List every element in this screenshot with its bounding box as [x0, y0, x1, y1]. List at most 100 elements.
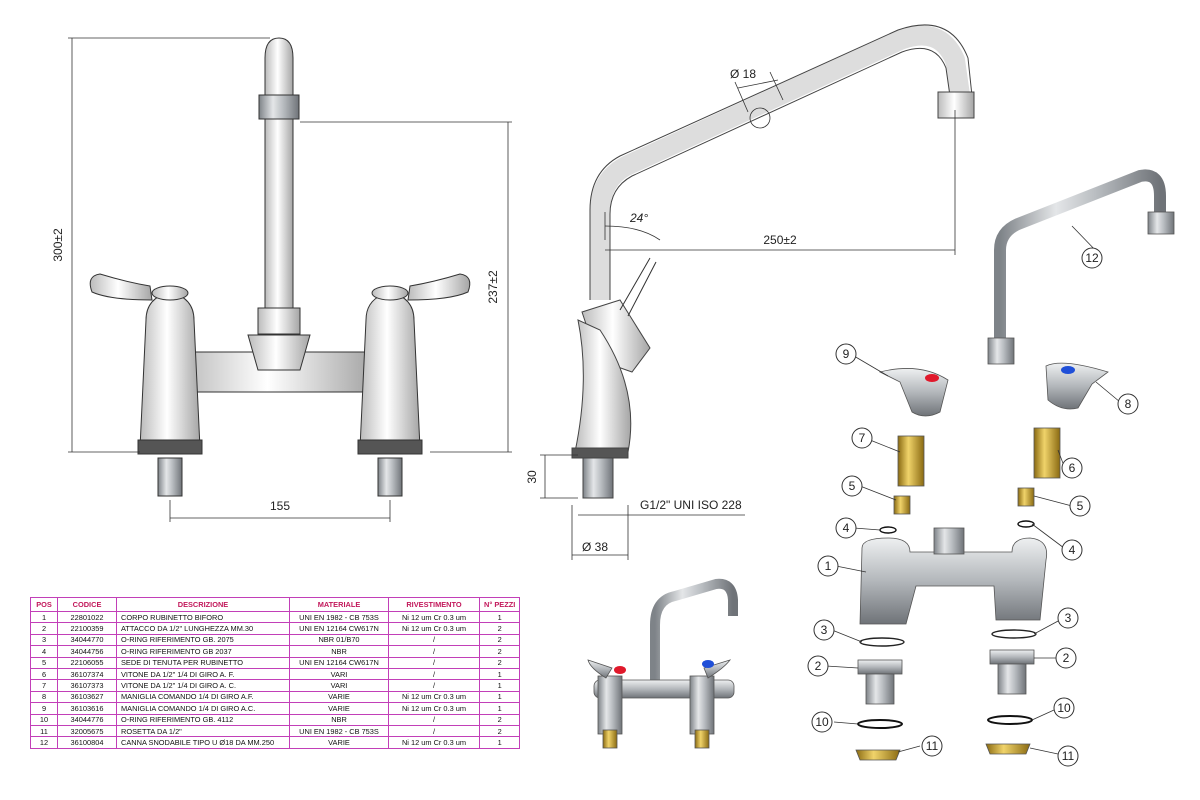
dim-thread-height: 30 — [525, 470, 539, 484]
cell-rivestimento: Ni 12 um Cr 0.3 um — [388, 610, 480, 624]
cell-materiale: NBR — [289, 713, 389, 726]
cell-pezzi: 2 — [478, 713, 521, 726]
callout-8: 8 — [1125, 397, 1132, 411]
cell-codice: 36107374 — [57, 667, 117, 681]
callout-12: 12 — [1085, 251, 1099, 265]
cell-pezzi: 2 — [478, 645, 521, 658]
side-view-dimensions — [540, 71, 956, 560]
cell-pos: 2 — [30, 622, 58, 635]
cell-descrizione: CANNA SNODABILE TIPO U Ø18 DA MM.250 — [116, 736, 290, 749]
cell-pezzi: 2 — [478, 622, 521, 635]
cell-pos: 7 — [30, 679, 58, 692]
cell-descrizione: SEDE DI TENUTA PER RUBINETTO — [116, 656, 290, 669]
callout-10-left: 10 — [815, 715, 829, 729]
parts-list-table: POS CODICE DESCRIZIONE MATERIALE RIVESTI… — [30, 597, 521, 749]
cell-pezzi: 1 — [478, 679, 521, 692]
cell-codice: 36103627 — [57, 690, 117, 704]
cell-pos: 5 — [30, 656, 58, 669]
header-pos: POS — [30, 597, 58, 612]
cell-rivestimento: / — [388, 656, 480, 669]
callout-numbers: 12 9 8 7 6 5 5 4 4 1 3 3 2 2 10 10 11 11 — [815, 251, 1132, 763]
cell-descrizione: VITONE DA 1/2" 1/4 DI GIRO A. F. — [116, 667, 290, 681]
callout-3-left: 3 — [821, 623, 828, 637]
cell-materiale: VARIE — [289, 736, 389, 749]
callout-5-left: 5 — [849, 479, 856, 493]
cell-pos: 10 — [30, 713, 58, 726]
cell-codice: 22100359 — [57, 622, 117, 635]
dim-height-total: 300±2 — [51, 228, 65, 262]
callout-4-left: 4 — [843, 521, 850, 535]
cell-materiale: UNI EN 1982 - CB 753S — [289, 724, 389, 738]
cell-descrizione: O-RING RIFERIMENTO GB. 4112 — [116, 713, 290, 726]
callout-3-right: 3 — [1065, 611, 1072, 625]
callout-11-right: 11 — [1062, 749, 1075, 763]
cell-codice: 36107373 — [57, 679, 117, 692]
cell-pezzi: 1 — [478, 736, 521, 749]
cell-codice: 34044776 — [57, 713, 117, 726]
cell-codice: 32005675 — [57, 724, 117, 738]
callout-5-right: 5 — [1077, 499, 1084, 513]
dim-angle: 24° — [629, 211, 648, 225]
cell-pos: 6 — [30, 667, 58, 681]
callout-leaders — [825, 225, 1121, 755]
dim-tube-diameter: Ø 18 — [730, 67, 756, 81]
cell-rivestimento: Ni 12 um Cr 0.3 um — [388, 622, 480, 635]
cell-descrizione: ATTACCO DA 1/2" LUNGHEZZA MM.30 — [116, 622, 290, 635]
callout-bubbles — [807, 247, 1139, 767]
cell-materiale: UNI EN 1982 - CB 753S — [289, 610, 389, 624]
cell-materiale: VARI — [289, 667, 389, 681]
header-descrizione: DESCRIZIONE — [116, 597, 290, 612]
cell-codice: 36100804 — [57, 736, 117, 749]
cell-pezzi: 2 — [478, 656, 521, 669]
cell-descrizione: CORPO RUBINETTO BIFORO — [116, 610, 290, 624]
callout-7: 7 — [859, 431, 866, 445]
cell-descrizione: O-RING RIFERIMENTO GB 2037 — [116, 645, 290, 658]
cell-materiale: UNI EN 12164 CW617N — [289, 622, 389, 635]
cell-pos: 1 — [30, 610, 58, 624]
dim-height-spout: 237±2 — [486, 270, 500, 304]
cell-pos: 3 — [30, 633, 58, 647]
dim-reach: 250±2 — [763, 233, 797, 247]
header-codice: CODICE — [57, 597, 117, 612]
callout-2-left: 2 — [815, 659, 822, 673]
cell-pezzi: 1 — [478, 610, 521, 624]
cell-rivestimento: / — [388, 679, 480, 692]
cell-descrizione: MANIGLIA COMANDO 1/4 DI GIRO A.C. — [116, 702, 290, 715]
header-pezzi: N° PEZZI — [478, 597, 521, 612]
side-view — [571, 24, 975, 499]
callout-1: 1 — [825, 559, 832, 573]
cell-codice: 36103616 — [57, 702, 117, 715]
front-view — [89, 37, 471, 497]
cell-codice: 34044770 — [57, 633, 117, 647]
callout-11-left: 11 — [926, 739, 939, 753]
cell-codice: 22801022 — [57, 610, 117, 624]
header-materiale: MATERIALE — [289, 597, 389, 612]
parts-list-header-row: POS CODICE DESCRIZIONE MATERIALE RIVESTI… — [30, 597, 521, 612]
cell-descrizione: O-RING RIFERIMENTO GB. 2075 — [116, 633, 290, 647]
exploded-view — [855, 169, 1175, 761]
cell-pezzi: 1 — [478, 667, 521, 681]
front-view-dimensions — [68, 37, 512, 522]
header-rivestimento: RIVESTIMENTO — [388, 597, 480, 612]
cell-pos: 11 — [30, 724, 58, 738]
cell-descrizione: ROSETTA DA 1/2" — [116, 724, 290, 738]
dim-base-diameter: Ø 38 — [582, 540, 608, 554]
cell-rivestimento: / — [388, 713, 480, 726]
dim-thread-spec: G1/2" UNI ISO 228 — [640, 498, 742, 512]
callout-4-right: 4 — [1069, 543, 1076, 557]
cell-pos: 4 — [30, 645, 58, 658]
cell-pezzi: 2 — [478, 724, 521, 738]
cell-materiale: VARI — [289, 679, 389, 692]
assembled-faucet-3d — [587, 578, 738, 749]
